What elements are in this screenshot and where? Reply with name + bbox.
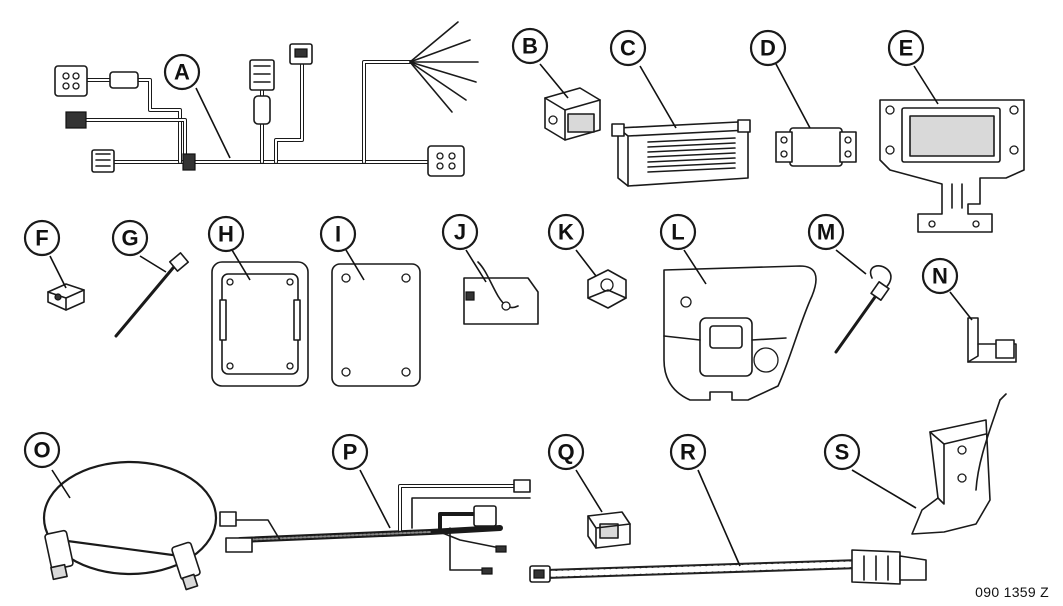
part-c-control-unit [611,119,751,187]
figure-reference-code: 090 1359 Z [975,584,1049,600]
part-a-wiring-harness [54,21,479,177]
part-h-cover-plate [211,261,309,387]
part-q-grommet [587,511,631,549]
part-k-nut [587,269,627,309]
callout-c: C [609,29,647,67]
svg-text:L: L [671,220,684,245]
part-m-sensor [834,265,892,354]
callout-f: F [23,219,61,257]
callout-l: L [659,213,697,251]
svg-text:G: G [121,226,138,251]
callout-m: M [807,213,845,251]
callout-g: G [111,219,149,257]
part-r-conduit-harness [529,549,927,585]
callout-b: B [511,27,549,65]
part-s-stand-bracket [911,393,1007,535]
callout-n: N [921,257,959,295]
callout-o: O [23,431,61,469]
part-g-cable-tie [114,252,190,338]
part-b-module [544,87,601,141]
svg-text:A: A [174,60,190,85]
svg-text:K: K [558,220,574,245]
callout-d: D [749,29,787,67]
part-d-module [775,127,857,167]
part-e-mounting-bracket [879,99,1025,233]
svg-text:F: F [35,226,48,251]
svg-text:S: S [835,440,850,465]
part-f-clip [47,283,85,311]
callout-p: P [331,433,369,471]
callout-k: K [547,213,585,251]
svg-text:J: J [454,220,466,245]
svg-text:O: O [33,438,50,463]
callout-a: A [163,53,201,91]
svg-text:R: R [680,440,696,465]
callout-h: H [207,215,245,253]
part-j-cable-bracket [463,261,539,325]
callout-e: E [887,29,925,67]
svg-text:M: M [817,220,835,245]
svg-text:C: C [620,36,636,61]
svg-text:B: B [522,34,538,59]
callout-j: J [441,213,479,251]
part-p-harness [219,479,531,575]
callout-s: S [823,433,861,471]
svg-text:P: P [343,440,358,465]
svg-text:D: D [760,36,776,61]
part-n-bracket [967,317,1017,363]
part-o-usb-cable [42,460,218,591]
svg-text:E: E [899,36,914,61]
callout-r: R [669,433,707,471]
callout-i: I [319,215,357,253]
part-l-cover [663,265,817,401]
svg-text:H: H [218,222,234,247]
part-i-plate [331,263,421,387]
svg-text:I: I [335,222,341,247]
svg-text:N: N [932,264,948,289]
callout-q: Q [547,433,585,471]
svg-text:Q: Q [557,440,574,465]
